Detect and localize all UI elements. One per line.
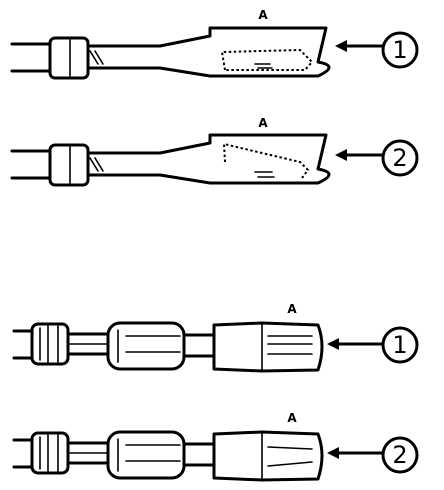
marker-a-4: A <box>287 411 297 425</box>
callout-2-bottom: 2 <box>392 441 407 469</box>
callout-1-bottom: 1 <box>392 331 407 359</box>
round-terminal-2: A 2 <box>12 411 419 482</box>
callout-2-top: 2 <box>392 144 407 172</box>
marker-a-3: A <box>287 302 297 316</box>
round-terminal-1: A 1 <box>12 302 419 373</box>
marker-a-2: A <box>258 116 268 130</box>
flat-terminal-1: A 1 <box>10 8 419 80</box>
flat-terminal-2: A 2 <box>10 116 419 187</box>
marker-a-1: A <box>258 8 268 22</box>
callout-1-top: 1 <box>392 36 407 64</box>
